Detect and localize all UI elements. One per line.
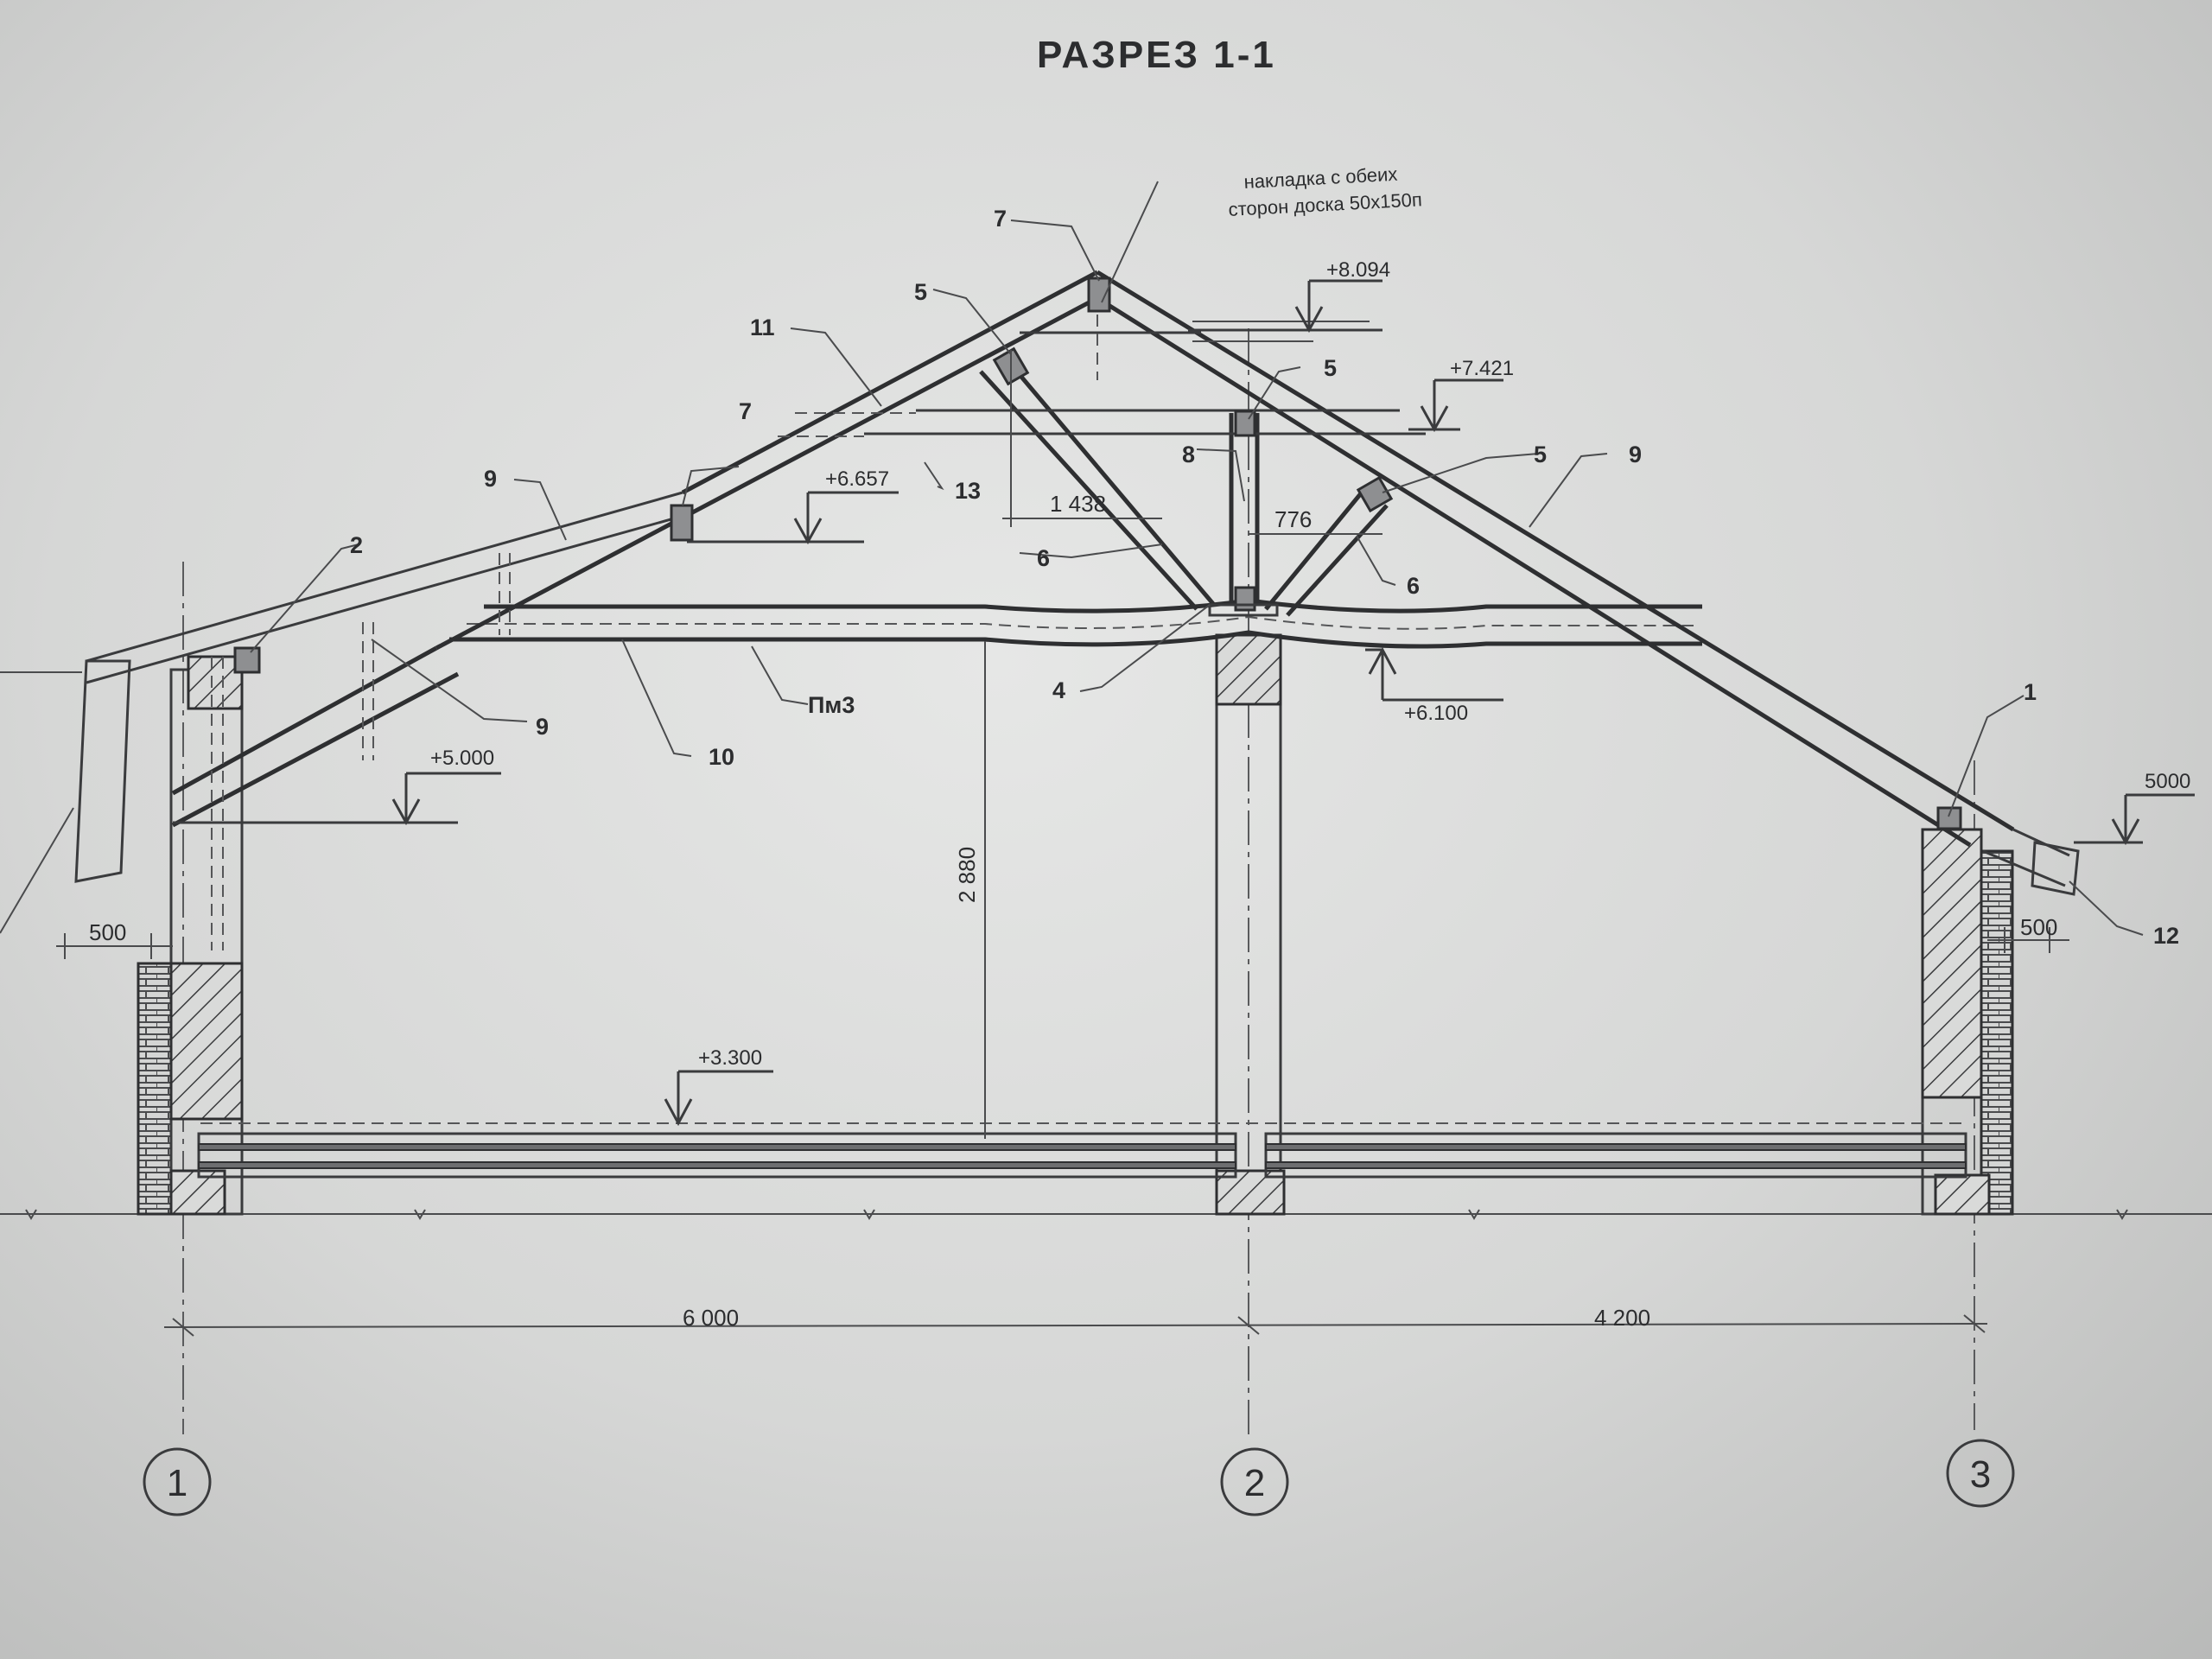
ground-break-marks: [25, 1209, 2128, 1220]
elevation-6657: +6.657: [825, 467, 889, 491]
label-rafter-9-right: 9: [1629, 442, 1642, 467]
member-labels: 7 5 11 5 7 9 2 8 5 9 13 6 6 4 Пм3 9 10 1…: [350, 206, 2179, 949]
axis-markers: 1 2 3: [143, 1439, 2015, 1516]
label-node-5-mid: 5: [1324, 355, 1337, 381]
elevation-5000-left: +5.000: [430, 747, 494, 770]
elevation-5000-right: 5000: [2145, 770, 2190, 793]
axis-marker-2: 2: [1220, 1447, 1289, 1516]
dim-776: 776: [1274, 506, 1312, 532]
label-strut-6-right: 6: [1407, 573, 1420, 599]
label-node-2: 2: [350, 532, 363, 558]
label-beam-10: 10: [709, 744, 734, 770]
label-node-5-right: 5: [1534, 442, 1547, 467]
dim-500-left: 500: [89, 919, 126, 945]
studs: [211, 276, 1098, 950]
elevation-3300: +3.300: [698, 1046, 762, 1070]
label-node-1: 1: [2024, 679, 2037, 705]
label-collar-13: 13: [955, 478, 981, 504]
dim-1438: 1 438: [1050, 491, 1106, 517]
note-line-1: накладка с обеих: [1243, 163, 1398, 193]
label-post-8: 8: [1182, 442, 1195, 467]
collar-ties: [778, 321, 1426, 437]
label-node-7-left: 7: [739, 398, 752, 424]
note-line-2: сторон доска 50x150п: [1228, 188, 1422, 220]
label-outrigger-12: 12: [2153, 923, 2179, 949]
struts: [979, 353, 1389, 617]
left-outrigger: [74, 659, 131, 883]
section-title: РАЗРЕЗ 1-1: [1037, 34, 1276, 76]
axis-marker-3: 3: [1946, 1439, 2015, 1508]
label-beam-pm3: Пм3: [808, 692, 855, 718]
left-wall: [137, 655, 244, 1216]
label-strut-6-left: 6: [1037, 545, 1050, 571]
elevation-7421: +7.421: [1450, 357, 1514, 380]
label-rafter-11: 11: [750, 315, 775, 340]
middle-wall: [1215, 633, 1286, 1216]
right-wall: [1921, 828, 2014, 1216]
overlay-note: накладка с обеих сторон доска 50x150п: [1228, 163, 1422, 220]
label-rafter-top-node: 7: [994, 206, 1007, 232]
floor-slab: [197, 1122, 1967, 1179]
svg-text:3: 3: [1970, 1453, 1991, 1496]
label-member-9-upper: 9: [484, 466, 497, 492]
leader-lines: [0, 181, 2144, 936]
axis-marker-1: 1: [143, 1447, 212, 1516]
dim-6000: 6 000: [683, 1305, 739, 1331]
elevation-8094: +8.094: [1326, 258, 1390, 282]
dim-2880: 2 880: [954, 847, 980, 903]
svg-text:2: 2: [1244, 1462, 1265, 1504]
dim-4200: 4 200: [1594, 1305, 1650, 1331]
label-member-9-lower: 9: [536, 714, 549, 740]
elevation-marks: +8.094 +7.421 +6.657 +6.100 +5.000 5000 …: [173, 258, 2195, 1127]
label-node-4: 4: [1052, 677, 1065, 703]
dim-500-right: 500: [2020, 914, 2057, 940]
elevation-6100: +6.100: [1404, 702, 1468, 725]
connection-nodes: [233, 276, 1962, 830]
right-rafter: [1096, 270, 2080, 896]
svg-text:1: 1: [167, 1462, 188, 1504]
ceiling-beam: [449, 598, 1702, 649]
label-node-5-left: 5: [914, 279, 927, 305]
left-rafter: [86, 270, 1099, 828]
post: [1229, 413, 1260, 605]
dimensions: 1 438 776 2 880 500 500 6 000 4 200: [56, 350, 2069, 1337]
